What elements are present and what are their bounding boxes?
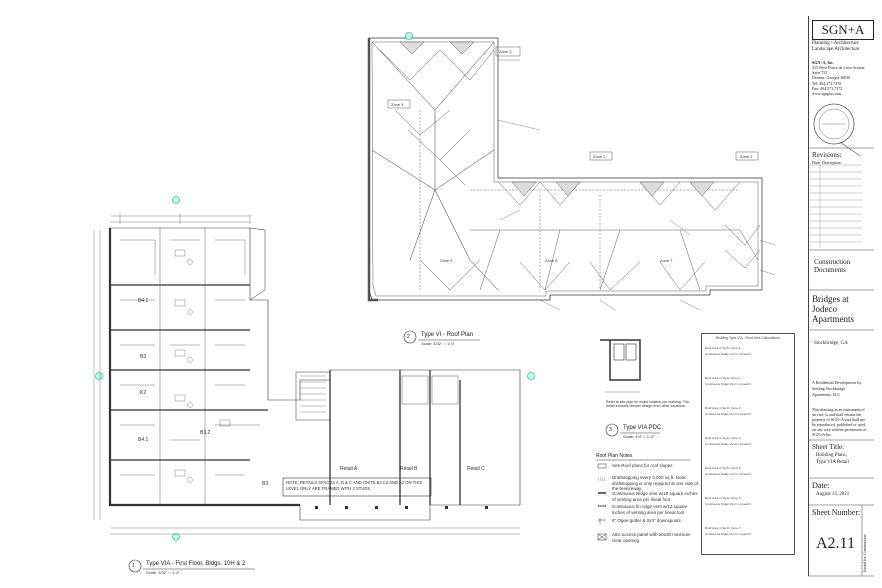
roof-note-1: See Roof plans for roof slopes: [612, 463, 673, 468]
retail-label-a: Retail A: [340, 466, 358, 472]
table-row: Roof Area in Sq.Ft. Zone 6: [705, 496, 741, 500]
firm-address-3: Decatur, Georgia 30030: [812, 75, 851, 80]
developer-2: Sterling Stockbridge: [812, 386, 845, 391]
pdc-note: Refer to site plan for exact location pe…: [606, 400, 690, 409]
zone-label-1: Zone 1: [740, 154, 753, 159]
roof-note-6: Attic access panel with 20x30 minimum cl…: [612, 532, 691, 543]
roof-plan-number: 2: [407, 334, 410, 340]
table-row: Continuous Ridge Vent in Lineal Ft.: [705, 442, 753, 446]
disclaimer-1: This drawing as an instrument of: [812, 407, 865, 412]
status-line-2: Documents: [814, 266, 846, 274]
firm-name: SGN+A, Inc.: [812, 60, 834, 65]
disclaimer-5: on any way without permission of: [812, 427, 867, 432]
pdc-scale: Scale: 1/4" = 1'-0": [623, 434, 655, 439]
table-row: Continuous Ridge Vent in Lineal Ft.: [705, 532, 753, 536]
roof-notes-title: Roof Plan Notes: [596, 453, 633, 459]
table-row: Continuous Ridge Vent in Lineal Ft.: [705, 412, 753, 416]
roof-note-2: Draftstopping every 3,000 sq ft. Note: d…: [612, 475, 699, 491]
architect-seal-icon: [813, 103, 861, 157]
table-row: Continuous Ridge Vent in Lineal Ft.: [705, 352, 753, 356]
revisions-date-col: Date: [812, 160, 820, 165]
status-line-1: Construction: [814, 258, 851, 266]
disclaimer-4: be reproduced, published or used: [812, 422, 865, 427]
developer-1: A Residential Development by: [812, 380, 862, 385]
firm-address-2: Suite 755: [812, 70, 828, 75]
roof-note-3: Continuous Ridge vent w/18 square inches…: [612, 491, 698, 502]
project-name-1: Bridges at: [812, 294, 849, 304]
sheet-title-2: Type VIA Retail: [816, 460, 849, 465]
retail-label-b: Retail B: [400, 466, 418, 472]
project-location: Stockbridge, GA: [814, 341, 848, 346]
floor-plan-title: Type VIA - First Floor, Bldgs. 10H & 2: [146, 561, 246, 567]
zone-label-3: Zone 3: [499, 49, 512, 54]
project-name-3: Apartments: [812, 314, 854, 324]
pdc-detail: [600, 339, 641, 393]
unit-label: B4.1: [138, 437, 149, 443]
roof-plan-scale: Scale: 3/32" = 1'-0": [421, 341, 455, 346]
zone-label-2: Zone 2: [593, 154, 606, 159]
unit-label: B3: [140, 354, 147, 360]
disclaimer-6: SGN+A Inc.: [812, 432, 833, 437]
roof-plan-title: Type VI - Roof Plan: [421, 332, 474, 338]
sheet-number-label: Sheet Number:: [812, 508, 861, 517]
roof-note-symbols: [596, 459, 690, 541]
table-row: Roof Area in Sq.Ft. Zone 3: [705, 406, 741, 410]
sheet-number: A2.11: [816, 535, 855, 552]
retail-label-c: Retail C: [467, 466, 485, 472]
revisions-desc-col: Description: [822, 160, 841, 165]
sheet-title-label: Sheet Title:: [812, 443, 845, 451]
table-row: Continuous Ridge Vent in Lineal Ft.: [705, 382, 753, 386]
firm-tel: Tel: 404.373.7378: [812, 81, 842, 86]
roof-vent-table: Building Type VIA - Roof Vent Calculatio…: [701, 333, 795, 555]
drawing-number-bubbles: [128, 330, 619, 573]
table-row: Roof Area in Sq.Ft. Zone 4: [705, 436, 741, 440]
title-block-lines: [808, 147, 874, 577]
revisions-label: Revisions:: [812, 151, 842, 159]
zone-label-7: Zone 7: [660, 258, 673, 263]
firm-address-1: 315 West Ponce de Leon Avenue: [812, 65, 865, 70]
project-name-2: Jodeco: [812, 304, 837, 314]
firm-service-1: Planning • Architecture: [812, 41, 859, 46]
floor-outline: [109, 227, 521, 521]
roof-note-5: 6" Ogee gutter & 2x3" downspouts: [612, 518, 681, 523]
table-row: Continuous Ridge Vent in Lineal Ft.: [705, 502, 753, 506]
pdc-number: 3: [609, 427, 612, 433]
vent-table-title: Building Type VIA - Roof Vent Calculatio…: [716, 336, 780, 340]
table-row: Roof Area in Sq.Ft. Zone 5: [705, 466, 741, 470]
date-label: Date:: [812, 481, 830, 490]
table-row: Continuous Ridge Vent in Lineal Ft.: [705, 472, 753, 476]
table-row: Roof Area in Sq.Ft. Zone 1: [705, 346, 741, 350]
firm-web: www.sgnplus.com: [812, 91, 842, 96]
unit-label: K2: [140, 390, 147, 396]
firm-logo: SGN+A: [812, 20, 874, 40]
sheet-title-1: Building Plans,: [816, 453, 847, 458]
side-note: Issued for Construction: [862, 534, 867, 572]
roof-outline: [368, 37, 763, 301]
floor-framing-note: NOTE: RETAILS SPACES A, B & C AND UNITS …: [286, 480, 423, 491]
unit-label: B3.2: [200, 430, 211, 436]
zone-label-5: Zone 5: [440, 258, 453, 263]
roof-note-4: Continuous fin ridge vent w/12 square in…: [612, 504, 688, 515]
date-value: August 13, 2021: [816, 492, 850, 497]
zone-label-6: Zone 6: [545, 258, 558, 263]
zone-label-4: Zone 4: [391, 102, 404, 107]
firm-service-2: Landscape Architecture: [812, 47, 860, 52]
pdc-title: Type VIA PDC: [623, 425, 662, 431]
floor-plan-scale: Scale: 3/32" = 1'-0": [146, 570, 180, 575]
north-arrow-icon: [95, 32, 535, 541]
developer-3: Apartments, LLC: [812, 392, 841, 397]
floor-plan-number: 1: [132, 563, 135, 569]
table-row: Roof Area in Sq.Ft. Zone 7: [705, 526, 741, 530]
firm-fax: Fax: 404.373.7372: [812, 86, 843, 91]
title-block: [808, 16, 875, 576]
unit-label: B3: [262, 481, 269, 487]
table-row: Roof Area in Sq.Ft. Zone 2: [705, 376, 741, 380]
unit-label: B4.1: [138, 298, 149, 304]
floor-plan: [93, 214, 521, 535]
roof-plan: [367, 37, 776, 311]
disclaimer-2: service, is and shall remain the: [812, 412, 862, 417]
disclaimer-3: property of SGN+A and shall not: [812, 417, 866, 422]
